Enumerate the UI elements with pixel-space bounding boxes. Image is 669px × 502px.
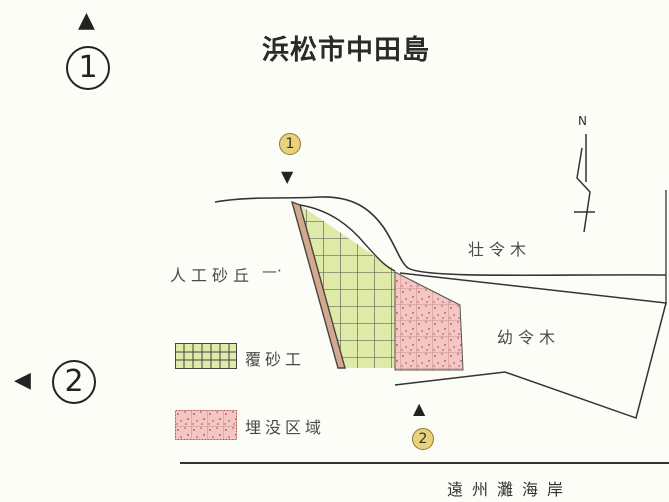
legend-buried-label: 埋没区域 xyxy=(245,418,326,437)
viewpoint-one-marker: 1 xyxy=(66,46,110,90)
artificial-dune-label: 人工砂丘 xyxy=(170,266,255,285)
viewpoint-two-marker: 2 xyxy=(52,360,96,404)
forest-boundary xyxy=(299,204,396,272)
arrow-up-icon: ▲ xyxy=(78,8,95,33)
viewpoint-one-small-marker: 1 xyxy=(279,133,301,155)
map-title: 浜松市中田島 xyxy=(262,35,430,66)
legend-sand-cover-swatch xyxy=(175,343,237,369)
north-arrow-icon xyxy=(574,134,595,233)
sand-cover-area xyxy=(300,205,395,368)
legend-buried-swatch xyxy=(175,410,237,440)
young-forest-label: 幼令木 xyxy=(497,328,561,347)
young-forest-outline xyxy=(394,272,667,419)
north-label: N xyxy=(578,114,587,128)
arrow-up-small-icon: ▲ xyxy=(413,399,426,418)
legend-sand-cover-label: 覆砂工 xyxy=(245,350,306,369)
viewpoint-two-small-marker: 2 xyxy=(412,428,434,450)
arrow-left-icon: ◀ xyxy=(14,368,31,393)
buried-area xyxy=(394,271,464,371)
coast-label: 遠州灘海岸 xyxy=(447,480,573,499)
arrow-down-icon: ▼ xyxy=(281,167,294,186)
dune-outline xyxy=(214,196,667,277)
mature-forest-label: 壮令木 xyxy=(468,240,532,259)
artificial-dune-strip xyxy=(290,200,346,369)
artificial-dune-leader: —· xyxy=(262,262,282,280)
